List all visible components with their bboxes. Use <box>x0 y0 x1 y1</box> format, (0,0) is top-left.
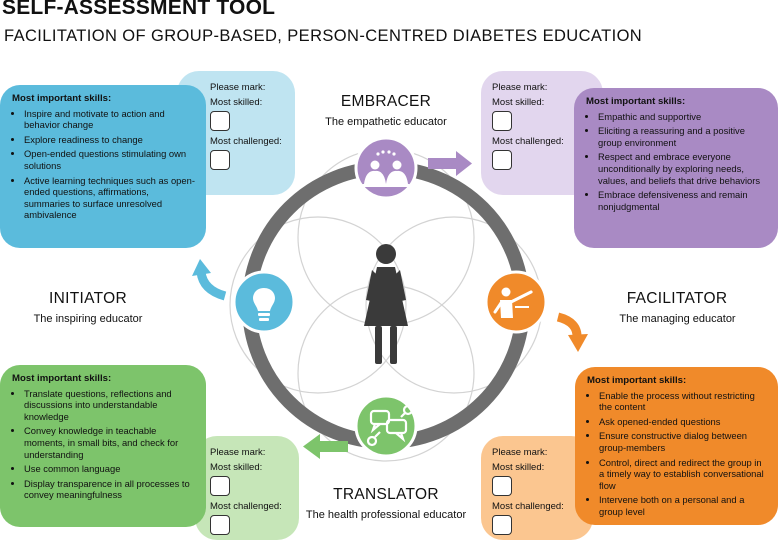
please-mark-label: Please mark: <box>492 82 548 93</box>
facilitator-skills-card: Most important skills: Enable the proces… <box>575 367 778 525</box>
translator-skills-card: Most important skills: Translate questio… <box>0 365 206 527</box>
embracer-icon-circle <box>354 136 418 200</box>
arrow-facilitator-to-translator <box>556 312 588 352</box>
embracer-most-skilled-checkbox[interactable] <box>492 111 512 131</box>
page-subtitle: FACILITATION OF GROUP-BASED, PERSON-CENT… <box>4 27 643 45</box>
facilitator-most-challenged-checkbox[interactable] <box>492 515 512 535</box>
most-challenged-label: Most challenged: <box>492 136 564 147</box>
skill-item: Use common language <box>24 463 196 475</box>
lightbulb-icon <box>253 288 275 321</box>
initiator-subtitle: The inspiring educator <box>33 313 143 325</box>
arrow-initiator-to-embracer <box>192 259 227 301</box>
initiator-most-skilled-checkbox[interactable] <box>210 111 230 131</box>
skill-item: Empathic and supportive <box>598 111 768 123</box>
skills-heading: Most important skills: <box>12 93 112 104</box>
speech-bubbles-icon <box>366 404 414 447</box>
initiator-most-challenged-checkbox[interactable] <box>210 150 230 170</box>
skills-heading: Most important skills: <box>12 373 112 384</box>
most-skilled-label: Most skilled: <box>210 97 263 108</box>
skill-item: Eliciting a reassuring and a positive gr… <box>598 125 768 148</box>
people-talking-icon <box>362 150 410 187</box>
most-skilled-label: Most skilled: <box>492 97 545 108</box>
skill-item: Translate questions, reflections and dis… <box>24 388 196 423</box>
initiator-name: INITIATOR <box>49 290 127 307</box>
skills-heading: Most important skills: <box>586 96 686 107</box>
arrow-embracer-to-facilitator <box>428 151 472 176</box>
skill-item: Convey knowledge in teachable moments, i… <box>24 425 196 460</box>
initiator-icon-circle <box>232 270 296 334</box>
skill-item: Active learning techniques such as open-… <box>24 175 196 221</box>
woman-figure-icon <box>364 244 408 364</box>
facilitator-most-skilled-checkbox[interactable] <box>492 476 512 496</box>
please-mark-label: Please mark: <box>492 447 548 458</box>
presenter-pointing-icon <box>493 287 533 318</box>
skill-item: Ensure constructive dialog between group… <box>599 430 768 453</box>
skill-item: Inspire and motivate to action and behav… <box>24 108 196 131</box>
skill-item: Explore readiness to change <box>24 134 196 146</box>
most-challenged-label: Most challenged: <box>210 501 282 512</box>
translator-icon-circle <box>354 394 418 458</box>
skill-item: Enable the process without restricting t… <box>599 390 768 413</box>
embracer-most-challenged-checkbox[interactable] <box>492 150 512 170</box>
embracer-subtitle: The empathetic educator <box>325 116 447 128</box>
embracer-name: EMBRACER <box>340 93 432 110</box>
most-challenged-label: Most challenged: <box>210 136 282 147</box>
skill-item: Embrace defensiveness and remain nonjudg… <box>598 189 768 212</box>
translator-name: TRANSLATOR <box>333 486 439 503</box>
most-skilled-label: Most skilled: <box>492 462 545 473</box>
skill-item: Control, direct and redirect the group i… <box>599 457 768 492</box>
embracer-skills-card: Most important skills: Empathic and supp… <box>574 88 778 248</box>
please-mark-label: Please mark: <box>210 82 266 93</box>
skill-item: Display transparence in all processes to… <box>24 478 196 501</box>
facilitator-icon-circle <box>484 270 548 334</box>
most-skilled-label: Most skilled: <box>210 462 263 473</box>
arrow-translator-to-initiator <box>303 434 348 459</box>
translator-subtitle: The health professional educator <box>305 509 467 521</box>
translator-most-challenged-checkbox[interactable] <box>210 515 230 535</box>
skills-heading: Most important skills: <box>587 375 687 386</box>
skill-item: Intervene both on a personal and a group… <box>599 494 768 517</box>
skill-item: Open-ended questions stimulating own sol… <box>24 148 196 171</box>
facilitator-subtitle: The managing educator <box>619 313 736 325</box>
skill-item: Ask opened-ended questions <box>599 416 768 428</box>
most-challenged-label: Most challenged: <box>492 501 564 512</box>
translator-most-skilled-checkbox[interactable] <box>210 476 230 496</box>
skill-item: Respect and embrace everyone uncondition… <box>598 151 768 186</box>
page-title: SELF-ASSESSMENT TOOL <box>2 0 276 19</box>
facilitator-name: FACILITATOR <box>626 290 728 307</box>
please-mark-label: Please mark: <box>210 447 266 458</box>
initiator-skills-card: Most important skills: Inspire and motiv… <box>0 85 206 248</box>
